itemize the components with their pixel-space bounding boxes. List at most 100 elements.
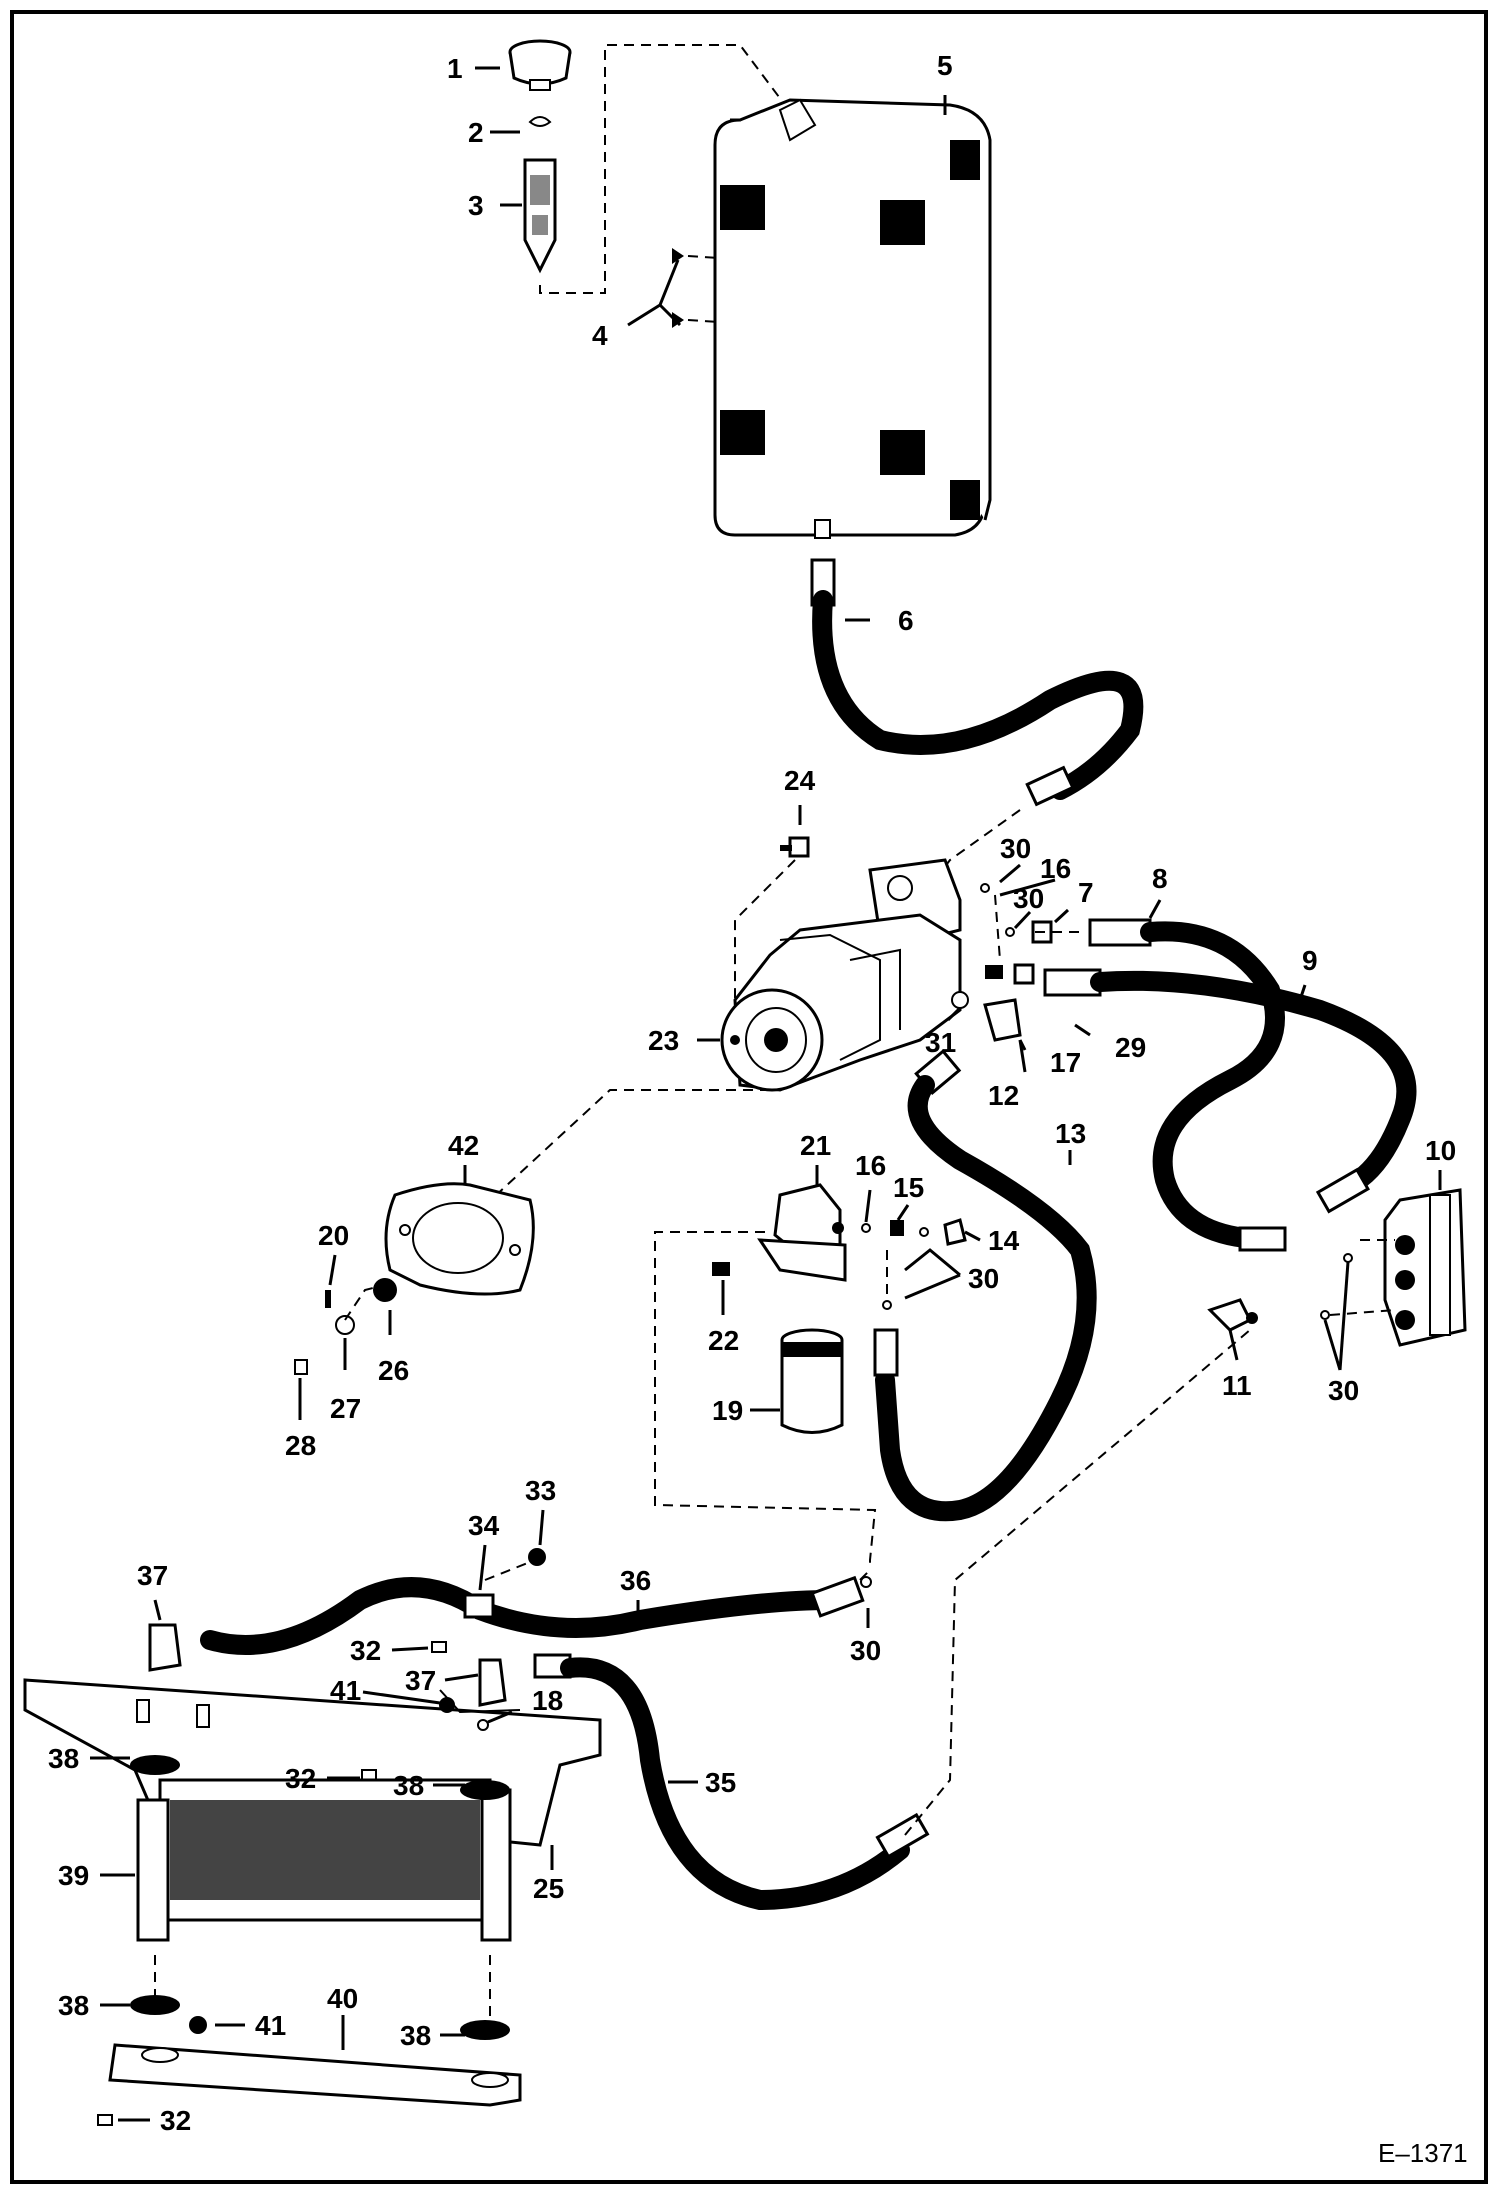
pump-dashed-guide-24 [734, 859, 796, 1000]
callout-30-d: 30 [1328, 1375, 1359, 1406]
callout-23: 23 [648, 1025, 679, 1056]
bottom-bracket [108, 2043, 522, 2107]
callout-13: 13 [1055, 1118, 1086, 1149]
callout-20: 20 [318, 1220, 349, 1251]
hose-8 [1140, 921, 1285, 1248]
callout-32-b: 32 [285, 1763, 316, 1794]
strainer-part [523, 158, 557, 274]
callout-33: 33 [525, 1475, 556, 1506]
callout-17: 17 [1050, 1047, 1081, 1078]
bolt-32-lower [97, 2114, 113, 2126]
hose-8-fitting [1088, 918, 1152, 947]
control-valve [1320, 1188, 1467, 1347]
callout-38-c: 38 [58, 1990, 89, 2021]
callout-27: 27 [330, 1393, 361, 1424]
callout-34: 34 [468, 1510, 500, 1541]
callout-38-b: 38 [393, 1770, 424, 1801]
hose-36-fitting [810, 1575, 865, 1618]
nut-33 [528, 1548, 546, 1566]
filler-dashed-guide [539, 44, 786, 294]
hose-35 [560, 1657, 910, 1911]
callout-12: 12 [988, 1080, 1019, 1111]
callout-30-b: 30 [1013, 883, 1044, 914]
hose-9-end-fitting [1315, 1167, 1370, 1214]
reservoir-tank [713, 98, 992, 539]
mount-38-lower-right [460, 2020, 510, 2040]
bolt-24 [780, 836, 810, 858]
callout-41-a: 41 [330, 1675, 361, 1706]
callout-30-a: 30 [1000, 833, 1031, 864]
filter-fittings [861, 1218, 967, 1310]
callout-39: 39 [58, 1860, 89, 1891]
callout-2: 2 [468, 117, 484, 148]
hose-36 [200, 1577, 840, 1655]
callout-42: 42 [448, 1130, 479, 1161]
filter-head [757, 1183, 847, 1282]
callout-35: 35 [705, 1767, 736, 1798]
bolt-22 [712, 1262, 730, 1276]
callout-19: 19 [712, 1395, 743, 1426]
hose-6 [812, 590, 1144, 800]
callout-37-a: 37 [137, 1560, 168, 1591]
gasket-42 [384, 1182, 535, 1296]
pump-fittings [951, 883, 1080, 1042]
callout-32-c: 32 [160, 2105, 191, 2136]
filter-dashed-outline [654, 1231, 877, 1565]
hose-8-end-fitting [1238, 1226, 1287, 1252]
leader-lines [90, 66, 1442, 2122]
callout-7: 7 [1078, 877, 1094, 908]
callout-24: 24 [784, 765, 816, 796]
callout-41-b: 41 [255, 2010, 286, 2041]
hydrostatic-pump [720, 858, 962, 1092]
callout-11: 11 [1222, 1370, 1252, 1401]
callout-22: 22 [708, 1325, 739, 1356]
callout-38-d: 38 [400, 2020, 431, 2051]
hose-6-end-fitting [1025, 765, 1075, 807]
return-dashed-guide [904, 1329, 1251, 1836]
filler-cap-part [508, 39, 572, 91]
hose-13 [875, 1075, 1097, 1522]
level-sight-fittings [672, 248, 719, 328]
callout-25: 25 [533, 1873, 564, 1904]
callout-16-a: 16 [1040, 853, 1071, 884]
pump-dashed-guide-42 [479, 1089, 770, 1211]
callout-38-a: 38 [48, 1743, 79, 1774]
nut-41-lower [189, 2016, 207, 2034]
callout-32-a: 32 [350, 1635, 381, 1666]
elbow-37-lower [478, 1658, 507, 1707]
callout-18: 18 [532, 1685, 563, 1716]
callout-14: 14 [988, 1225, 1020, 1256]
callout-29: 29 [1115, 1032, 1146, 1063]
callout-40: 40 [327, 1983, 358, 2014]
filter-element [780, 1328, 844, 1434]
coupler-parts [294, 1278, 397, 1375]
callout-37-b: 37 [405, 1665, 436, 1696]
callout-10: 10 [1425, 1135, 1456, 1166]
bolt-32-upper [431, 1641, 447, 1653]
callout-28: 28 [285, 1430, 316, 1461]
gasket-part [528, 116, 552, 127]
callout-26: 26 [378, 1355, 409, 1386]
nut-41-upper [439, 1697, 455, 1713]
callout-labels: 1 2 3 4 5 6 24 30 16 30 7 8 9 23 31 17 2… [48, 50, 1456, 2136]
callout-9: 9 [1302, 945, 1318, 976]
callout-31: 31 [925, 1027, 956, 1058]
callout-16-b: 16 [855, 1150, 886, 1181]
elbow-37-upper [148, 1623, 182, 1672]
oil-cooler [130, 1755, 512, 1942]
hose-9 [1090, 970, 1417, 1195]
callout-21: 21 [800, 1130, 831, 1161]
callout-30-c: 30 [968, 1263, 999, 1294]
callout-15: 15 [893, 1172, 924, 1203]
callout-30-e: 30 [850, 1635, 881, 1666]
clamp-34 [463, 1593, 495, 1619]
callout-6: 6 [898, 605, 914, 636]
hose-35-end-fitting [875, 1812, 930, 1859]
tee-fitting-11 [1207, 1298, 1258, 1332]
diagram-frame [10, 10, 1488, 2184]
callout-36: 36 [620, 1565, 651, 1596]
callout-4: 4 [592, 320, 608, 351]
washer-18 [477, 1719, 489, 1731]
callout-8: 8 [1152, 863, 1168, 894]
